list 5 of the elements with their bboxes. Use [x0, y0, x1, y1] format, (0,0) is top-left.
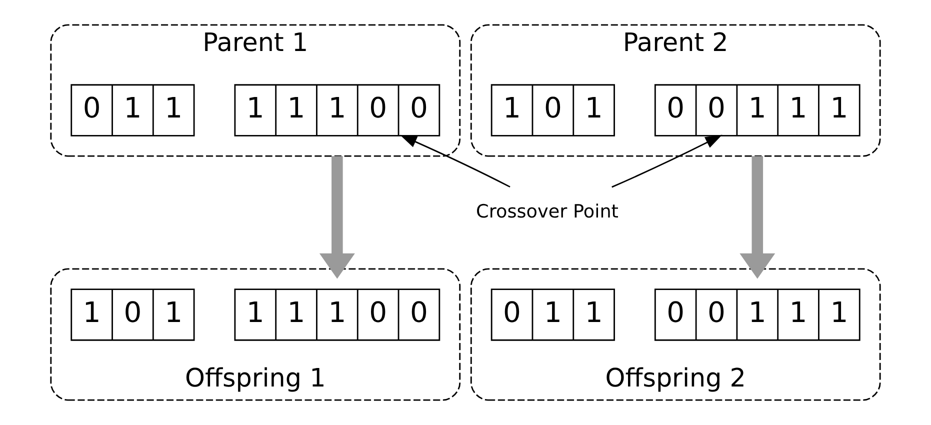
arrow — [612, 134, 722, 188]
node-text: Crossover Point — [476, 201, 619, 222]
arrow — [319, 156, 355, 279]
arrow — [740, 156, 776, 279]
arrow — [400, 134, 510, 188]
